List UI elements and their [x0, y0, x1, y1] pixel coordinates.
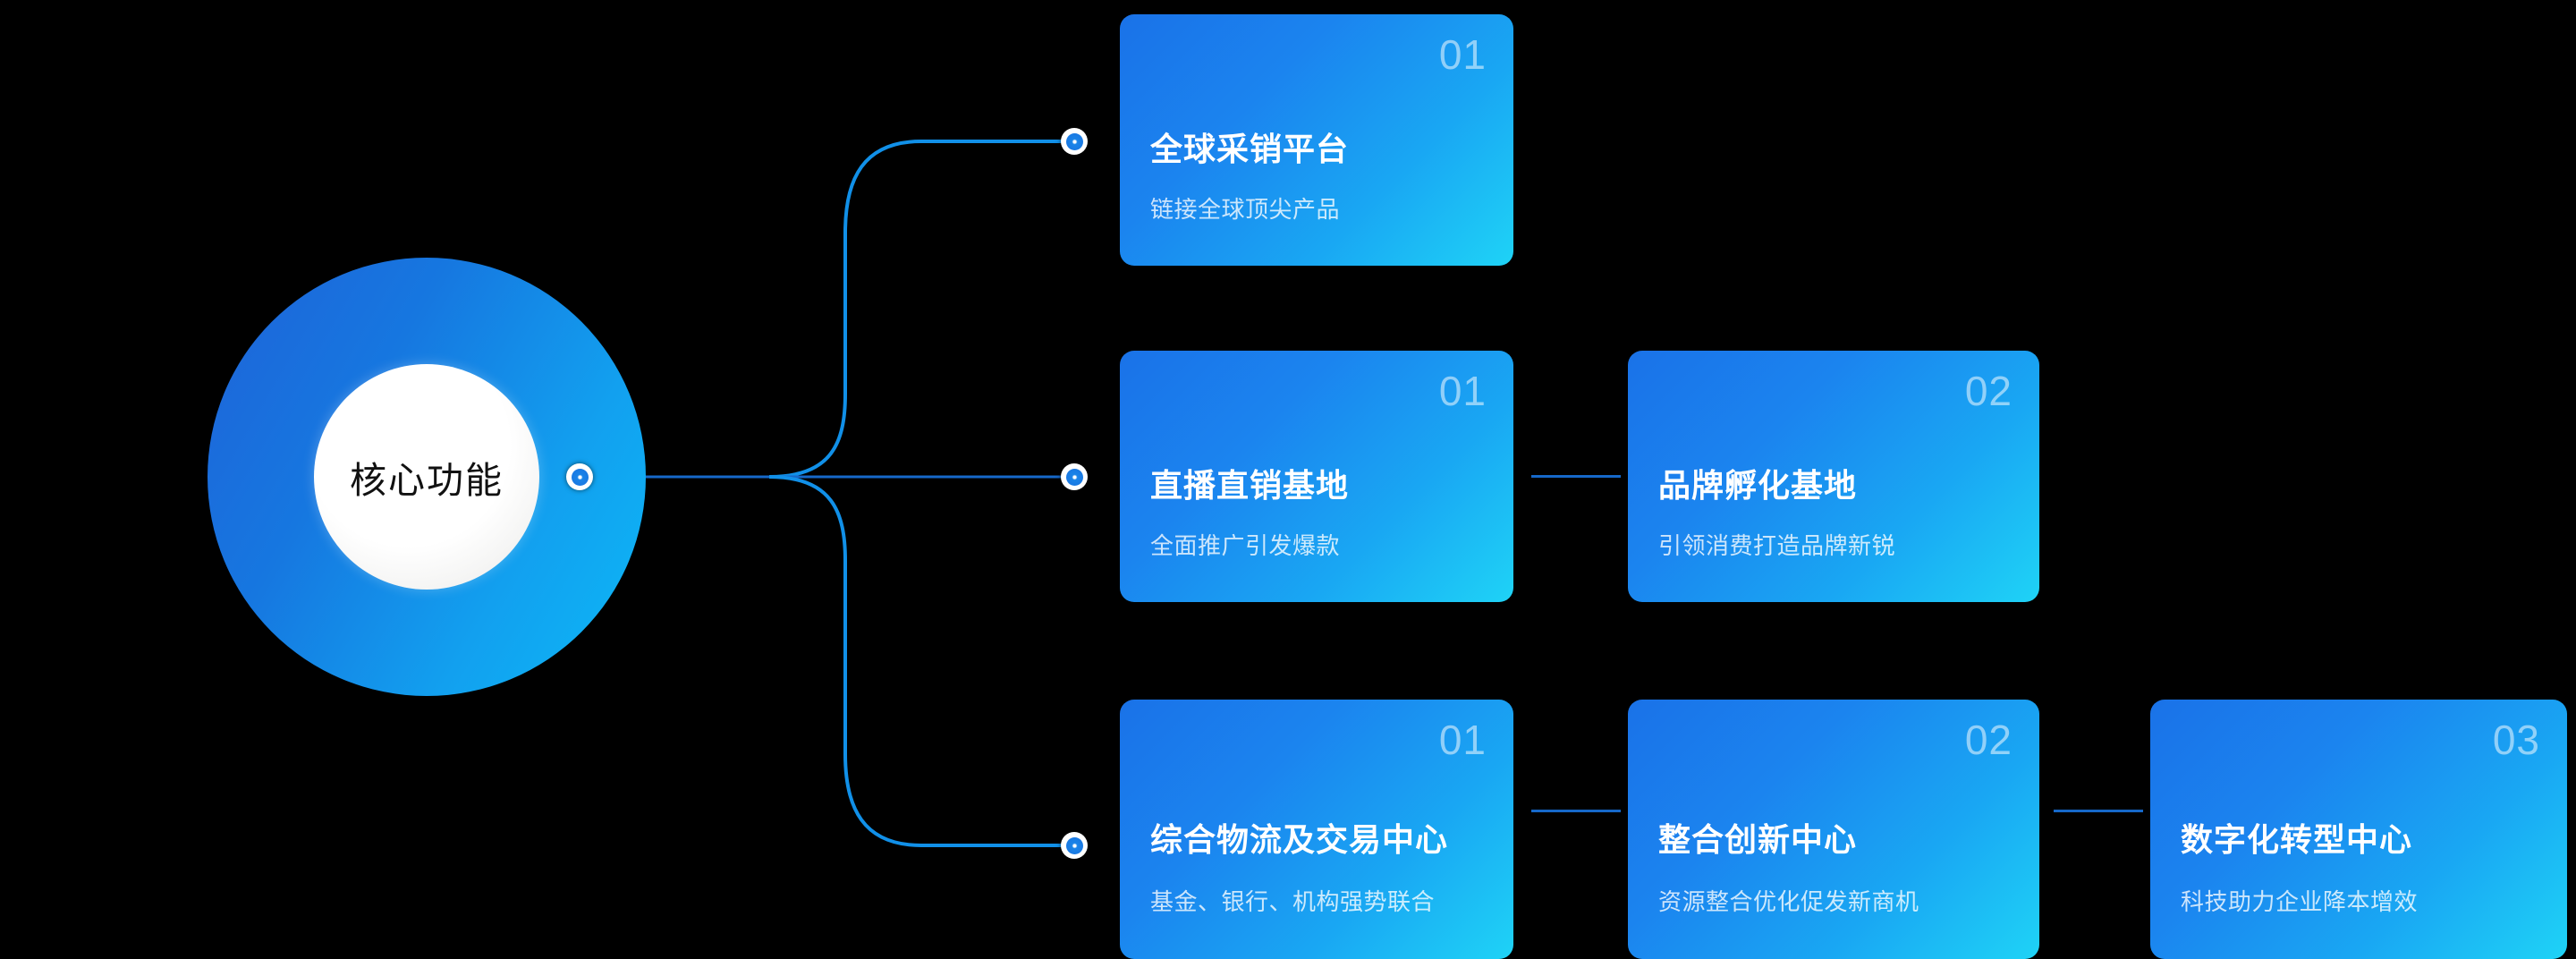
branch-wire-1: [768, 140, 1070, 479]
card-branch3-item1[interactable]: 01 综合物流及交易中心 基金、银行、机构强势联合: [1120, 700, 1513, 959]
card-title: 直播直销基地: [1150, 467, 1350, 504]
card-number: 01: [1438, 717, 1487, 763]
card-title: 品牌孵化基地: [1658, 467, 1858, 504]
branch-wire-3: [768, 475, 1070, 847]
card-title: 全球采销平台: [1150, 131, 1350, 167]
card-branch1-item1[interactable]: 01 全球采销平台 链接全球顶尖产品: [1120, 14, 1513, 266]
card-title: 综合物流及交易中心: [1150, 821, 1449, 858]
card-branch2-item1[interactable]: 01 直播直销基地 全面推广引发爆款: [1120, 351, 1513, 602]
branch-node-dot-2[interactable]: [1061, 463, 1088, 490]
card-subtitle: 链接全球顶尖产品: [1150, 196, 1341, 223]
card-subtitle: 资源整合优化促发新商机: [1658, 888, 1919, 915]
card-branch2-item2[interactable]: 02 品牌孵化基地 引领消费打造品牌新锐: [1628, 351, 2039, 602]
card-number: 02: [1964, 368, 2012, 414]
card-branch3-item3[interactable]: 03 数字化转型中心 科技助力企业降本增效: [2150, 700, 2567, 959]
hub-inner-circle: 核心功能: [314, 364, 539, 590]
card-number: 03: [2492, 717, 2540, 763]
hub-node-dot[interactable]: [566, 463, 593, 490]
branch-node-dot-3[interactable]: [1061, 832, 1088, 859]
card-number: 02: [1964, 717, 2012, 763]
card-subtitle: 全面推广引发爆款: [1150, 532, 1341, 559]
card-title: 数字化转型中心: [2181, 821, 2413, 858]
branch-node-dot-1[interactable]: [1061, 128, 1088, 155]
card-title: 整合创新中心: [1658, 821, 1858, 858]
hub-label: 核心功能: [350, 460, 504, 501]
sibling-link-row3-2: [2054, 810, 2143, 812]
card-subtitle: 科技助力企业降本增效: [2181, 888, 2419, 915]
card-branch3-item2[interactable]: 02 整合创新中心 资源整合优化促发新商机: [1628, 700, 2039, 959]
card-number: 01: [1438, 368, 1487, 414]
sibling-link-row3-1: [1531, 810, 1621, 812]
card-number: 01: [1438, 31, 1487, 78]
card-subtitle: 引领消费打造品牌新锐: [1658, 532, 1896, 559]
sibling-link-row2-1: [1531, 475, 1621, 478]
card-subtitle: 基金、银行、机构强势联合: [1150, 888, 1436, 915]
